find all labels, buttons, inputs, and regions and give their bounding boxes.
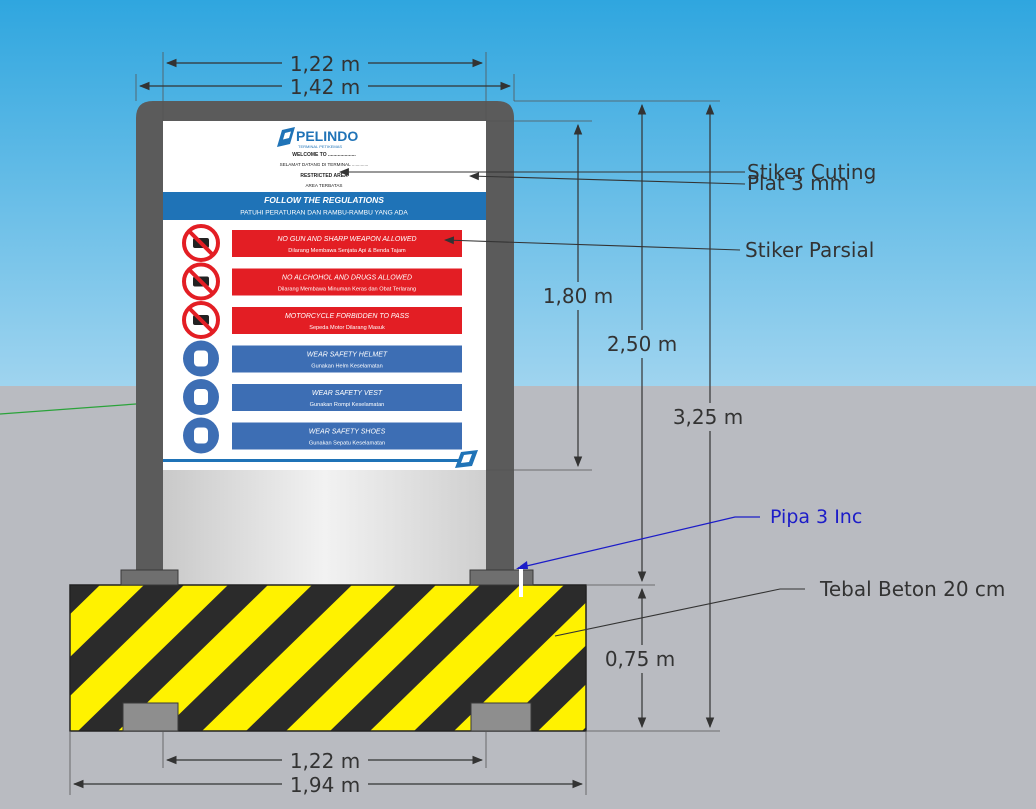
rule-bar bbox=[232, 307, 462, 334]
callout-stiker-parsial-label: Stiker Parsial bbox=[745, 238, 874, 262]
rules-list: NO GUN AND SHARP WEAPON ALLOWED Dilarang … bbox=[182, 224, 462, 454]
vest-icon bbox=[183, 379, 219, 415]
hazard-stripe bbox=[414, 585, 586, 731]
right-anchor-block bbox=[470, 702, 532, 732]
callout-pipa-label: Pipa 3 Inc bbox=[770, 506, 862, 528]
rule-row: WEAR SAFETY VEST Gunakan Rompi Keselamata… bbox=[183, 379, 462, 415]
no-alcohol-icon bbox=[182, 262, 220, 301]
dim-top-inner: 1,22 m bbox=[165, 52, 484, 76]
dim-top-inner-label: 1,22 m bbox=[290, 52, 360, 76]
helmet-icon bbox=[183, 340, 219, 377]
hazard-stripe bbox=[582, 727, 586, 731]
rule-bar bbox=[232, 384, 462, 411]
callout-plat-label: Plat 3 mm bbox=[747, 171, 849, 195]
rule-bar bbox=[232, 230, 462, 257]
dim-sign-height-label: 1,80 m bbox=[543, 284, 613, 308]
rule-subtitle: Gunakan Sepatu Keselamatan bbox=[309, 441, 385, 447]
rule-row: WEAR SAFETY HELMET Gunakan Helm Keselamat… bbox=[183, 340, 462, 377]
hazard-stripe bbox=[162, 585, 352, 731]
dim-bottom-outer: 1,94 m bbox=[72, 773, 584, 797]
rule-title: NO ALCHOHOL AND DRUGS ALLOWED bbox=[282, 275, 412, 282]
sign-bottom-stripe bbox=[163, 459, 459, 462]
rule-title: WEAR SAFETY HELMET bbox=[307, 352, 388, 359]
dim-sign-height: 1,80 m bbox=[543, 123, 613, 468]
sign-welcome: WELCOME TO .................... bbox=[292, 152, 356, 158]
dim-top-outer: 1,42 m bbox=[138, 75, 512, 99]
rule-subtitle: Dilarang Membawa Minuman Keras dan Obat … bbox=[278, 287, 416, 293]
ground-guide-line bbox=[0, 403, 137, 415]
banner-subtitle: PATUHI PERATURAN DAN RAMBU-RAMBU YANG AD… bbox=[240, 210, 408, 217]
callout-stiker-parsial: Stiker Parsial bbox=[444, 236, 874, 262]
sign-corner-logo bbox=[455, 450, 478, 468]
sign-panel-lower bbox=[163, 470, 486, 585]
dim-total-height: 3,25 m bbox=[673, 103, 743, 729]
regulations-banner bbox=[163, 192, 486, 220]
rule-bar bbox=[232, 422, 462, 450]
sign-face: PELINDO TERMINAL PETIKEMAS WELCOME TO ..… bbox=[163, 121, 486, 470]
rule-subtitle: Dilarang Membawa Senjata Api & Benda Taj… bbox=[288, 248, 406, 254]
shoes-icon bbox=[183, 417, 219, 454]
callout-stiker-cuting-label: Stiker Cuting bbox=[747, 160, 876, 184]
hazard-stripe bbox=[70, 585, 184, 696]
rule-title: WEAR SAFETY SHOES bbox=[309, 429, 386, 436]
sign-brand: PELINDO bbox=[296, 128, 358, 144]
no-gun-icon bbox=[182, 224, 220, 262]
sign-welcome-id: SELAMAT DATANG DI TERMINAL ............. bbox=[280, 162, 369, 167]
dim-bottom-inner-label: 1,22 m bbox=[290, 749, 360, 773]
rule-row: NO GUN AND SHARP WEAPON ALLOWED Dilarang … bbox=[182, 224, 462, 262]
callout-pipa: Pipa 3 Inc bbox=[516, 506, 862, 569]
dim-top-outer-label: 1,42 m bbox=[290, 75, 360, 99]
hazard-stripe bbox=[70, 585, 100, 615]
rule-bar bbox=[232, 345, 462, 373]
rule-bar bbox=[232, 268, 462, 296]
dim-bottom-inner: 1,22 m bbox=[165, 749, 484, 773]
rule-subtitle: Gunakan Helm Keselamatan bbox=[311, 364, 383, 370]
rule-row: NO ALCHOHOL AND DRUGS ALLOWED Dilarang Me… bbox=[182, 262, 462, 301]
no-motorcycle-icon bbox=[182, 301, 220, 339]
hazard-stripe bbox=[246, 585, 436, 731]
hazard-stripe bbox=[78, 585, 268, 731]
pelindo-logo bbox=[277, 127, 295, 147]
sign-restricted-id: AREA TERBATAS bbox=[305, 183, 342, 188]
left-anchor-block bbox=[122, 702, 179, 732]
callout-tebal-beton: Tebal Beton 20 cm bbox=[554, 577, 1005, 637]
dim-base-height: 0,75 m bbox=[605, 587, 675, 729]
dim-mid-height: 2,50 m bbox=[607, 103, 677, 583]
callout-stiker-cuting: Stiker Cuting bbox=[339, 160, 876, 184]
banner-title: FOLLOW THE REGULATIONS bbox=[264, 195, 384, 205]
rule-row: WEAR SAFETY SHOES Gunakan Sepatu Keselama… bbox=[183, 417, 462, 454]
hazard-stripe bbox=[330, 585, 520, 731]
callout-tebal-beton-label: Tebal Beton 20 cm bbox=[819, 577, 1005, 601]
rule-subtitle: Sepeda Motor Dilarang Masuk bbox=[309, 325, 385, 331]
dim-bottom-outer-label: 1,94 m bbox=[290, 773, 360, 797]
sign-restricted: RESTRICTED AREA bbox=[300, 173, 348, 179]
dim-total-height-label: 3,25 m bbox=[673, 405, 743, 429]
dim-mid-height-label: 2,50 m bbox=[607, 332, 677, 356]
dim-base-height-label: 0,75 m bbox=[605, 647, 675, 671]
rule-row: MOTORCYCLE FORBIDDEN TO PASS Sepeda Motor… bbox=[182, 301, 462, 339]
left-foot-plate bbox=[120, 569, 179, 586]
rule-title: WEAR SAFETY VEST bbox=[312, 390, 383, 397]
callout-plat: Plat 3 mm bbox=[469, 171, 849, 195]
rule-subtitle: Gunakan Rompi Keselamatan bbox=[310, 402, 385, 408]
sign-brand-sub: TERMINAL PETIKEMAS bbox=[298, 144, 342, 149]
rule-title: NO GUN AND SHARP WEAPON ALLOWED bbox=[277, 236, 416, 243]
right-foot-plate bbox=[469, 569, 534, 586]
rule-title: MOTORCYCLE FORBIDDEN TO PASS bbox=[285, 313, 409, 320]
